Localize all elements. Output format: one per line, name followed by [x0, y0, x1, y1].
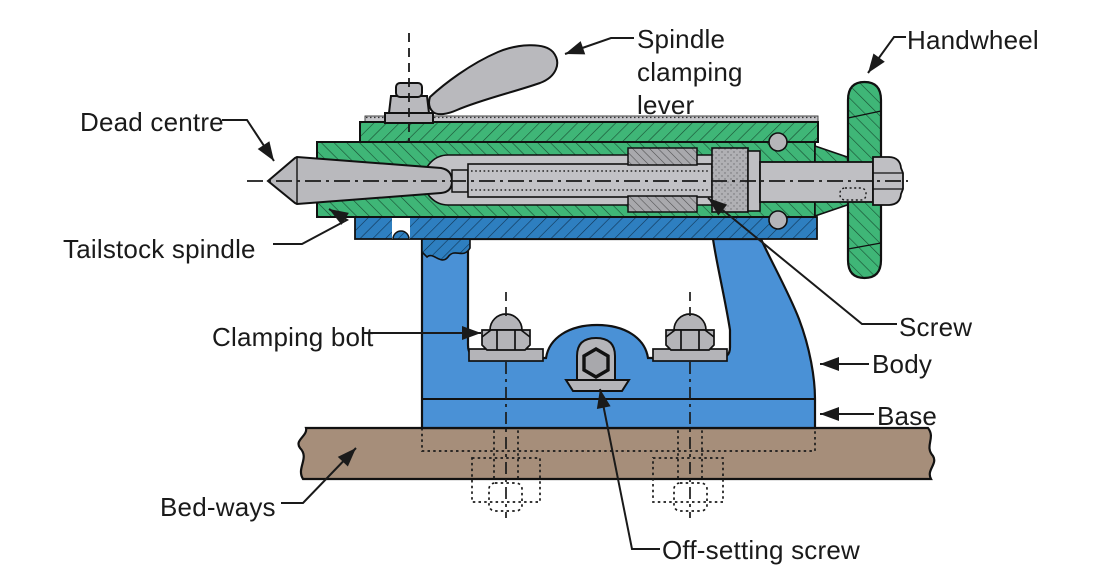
handwheel-leader: [867, 36, 906, 74]
quill-end-block: [711, 147, 749, 213]
label-bed-ways: Bed-ways: [160, 492, 276, 522]
label-dead-centre: Dead centre: [80, 107, 224, 137]
shaft-hidden-key: [839, 187, 867, 201]
cap-screw-bottom: [768, 210, 788, 230]
screw-nut-lower: [627, 195, 698, 213]
label-clamping-bolt: Clamping bolt: [212, 322, 374, 352]
label-base: Base: [877, 401, 938, 431]
label-spindle-clamping-lever: Spindle clamping lever: [637, 24, 743, 120]
tailstock-spindle-leader: [273, 208, 350, 245]
off-setting-screw-leader: [596, 388, 660, 550]
label-body: Body: [872, 349, 933, 379]
flange-shape: [354, 216, 818, 240]
handwheel-shaft: [759, 161, 874, 203]
off-setting-screw-shape: [564, 336, 631, 392]
dead-centre-leader: [222, 119, 275, 162]
flange-break: [421, 237, 471, 261]
bed-ways-shape: [297, 426, 936, 481]
bed-ways-leader: [281, 447, 357, 504]
label-screw: Screw: [899, 312, 973, 342]
spindle-clamping-lever-leader: [564, 37, 634, 55]
cap-screw-top: [768, 132, 788, 152]
screw-leader: [707, 197, 897, 325]
clamping-bolt-left: [468, 313, 544, 362]
label-handwheel: Handwheel: [907, 25, 1039, 55]
leader-lines: [222, 36, 906, 550]
label-off-setting-screw: Off-setting screw: [662, 535, 860, 565]
centerlines: [247, 33, 908, 518]
label-tailstock-spindle: Tailstock spindle: [63, 234, 256, 264]
spindle-clamping-lever-shape: [384, 44, 559, 124]
clamping-bolt-right: [652, 313, 728, 362]
screw-nut-upper: [627, 147, 698, 166]
